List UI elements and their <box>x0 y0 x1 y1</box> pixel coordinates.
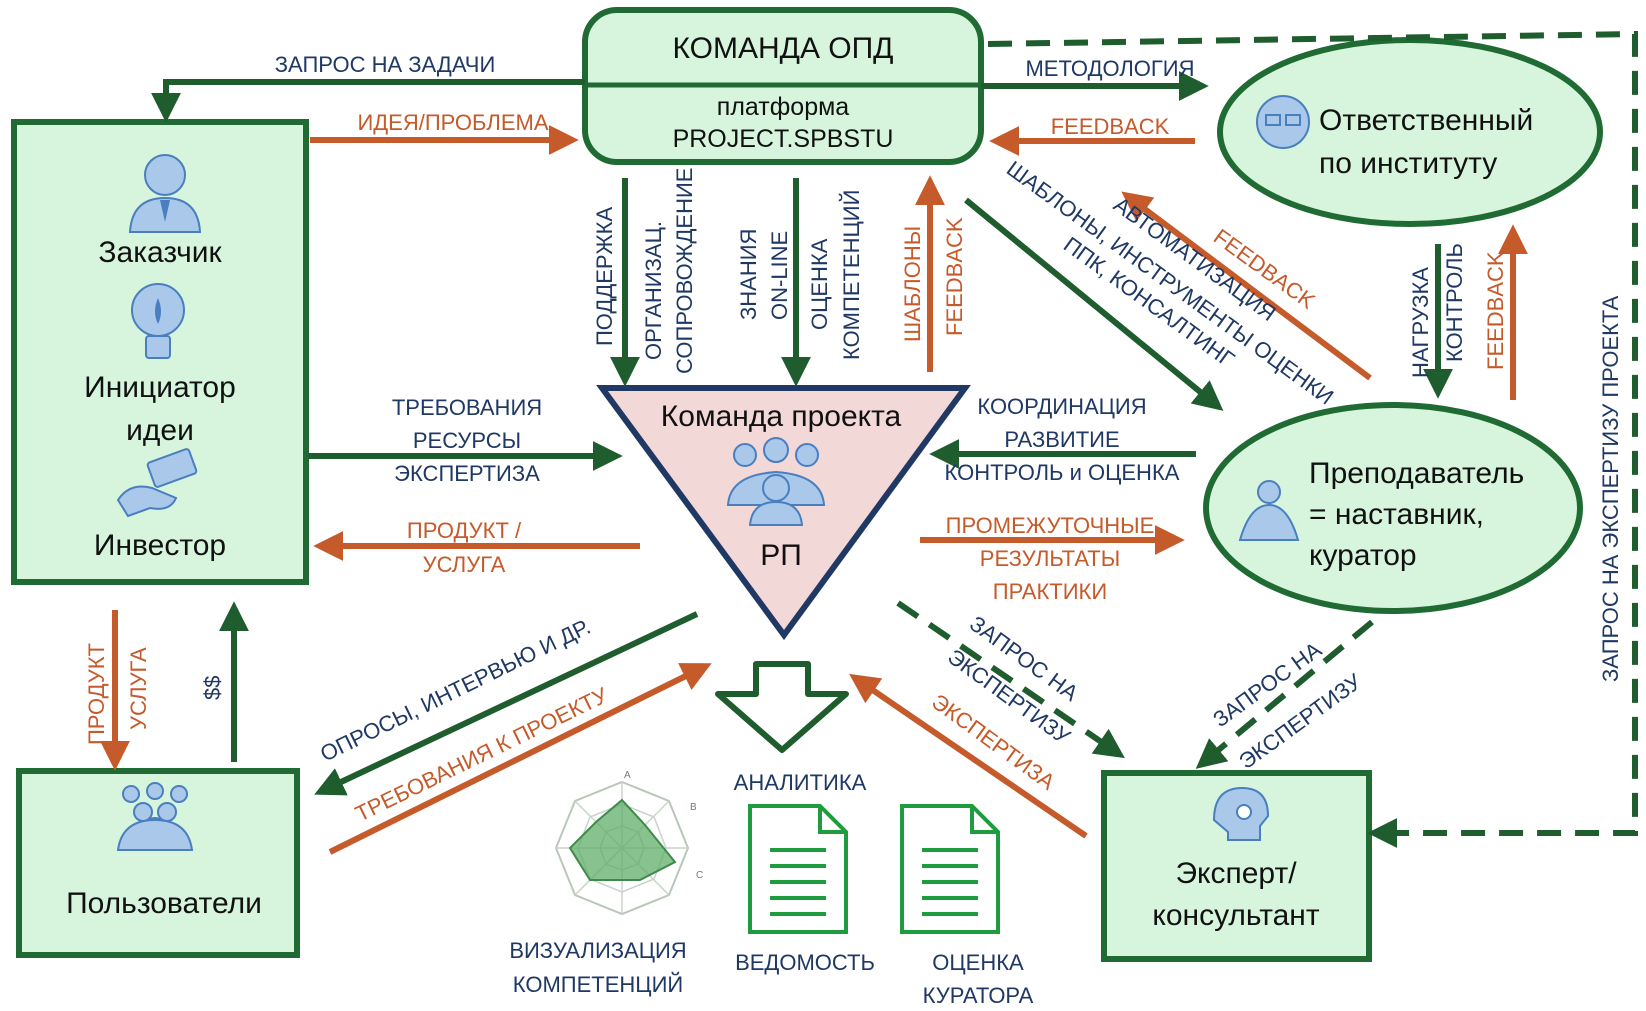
responsible-node: Ответственный по институту <box>1217 37 1603 227</box>
competency-radar-chart: A B C <box>554 770 703 916</box>
label-templates: ШАБЛОНЫ <box>900 226 925 342</box>
label-statement: ВЕДОМОСТЬ <box>735 950 875 975</box>
money-hand-icon <box>116 448 198 518</box>
label-knowledge: ЗНАНИЯ <box>736 229 761 320</box>
label-coordination-line3: КОНТРОЛЬ и ОЦЕНКА <box>945 460 1180 485</box>
radar-tick-c: C <box>696 870 703 881</box>
label-requirements-line2: РЕСУРСЫ <box>413 428 521 453</box>
customer-label: Заказчик <box>98 236 222 269</box>
radar-tick-a: A <box>624 770 631 781</box>
statement-document-icon <box>748 804 848 934</box>
label-product-vertical: ПРОДУКТ <box>84 643 109 745</box>
teacher-line3: куратор <box>1309 539 1417 572</box>
project-team-title: Команда проекта <box>661 400 902 433</box>
arrow-dashed-request-expertise <box>896 600 1125 759</box>
label-product-line2: УСЛУГА <box>423 552 506 577</box>
label-load: НАГРУЗКА <box>1408 267 1433 378</box>
lightbulb-icon <box>131 283 185 359</box>
label-requirements-line1: ТРЕБОВАНИЯ <box>392 395 542 420</box>
label-online: ON-LINE <box>767 231 792 320</box>
label-feedback-top: FEEDBACK <box>1051 114 1170 139</box>
label-visualization-line2: КОМПЕТЕНЦИЙ <box>513 972 683 997</box>
radar-tick-b: B <box>690 802 697 813</box>
analytics-down-arrow <box>715 661 849 753</box>
teacher-ellipse <box>1203 402 1583 614</box>
label-org-line2: СОПРОВОЖДЕНИЕ <box>672 168 697 374</box>
label-support: ПОДДЕРЖКА <box>592 207 617 346</box>
team-opd-node: КОМАНДА ОПД платформа PROJECT.SPBSTU <box>582 7 984 165</box>
project-team-sub: РП <box>760 539 802 572</box>
expert-line1: Эксперт/ <box>1175 857 1297 890</box>
label-methodology: МЕТОДОЛОГИЯ <box>1025 56 1194 81</box>
radar-data-area <box>568 798 677 881</box>
label-interim-line2: РЕЗУЛЬТАТЫ <box>980 546 1120 571</box>
arrow-expertise <box>849 673 1088 839</box>
label-analytics: АНАЛИТИКА <box>734 770 867 795</box>
responsible-line2: по институту <box>1319 147 1497 180</box>
teacher-line2: = наставник, <box>1309 498 1484 531</box>
label-interim-line1: ПРОМЕЖУТОЧНЫЕ <box>946 513 1155 538</box>
customer-icon <box>128 154 202 233</box>
teacher-node: Преподаватель = наставник, куратор <box>1203 402 1583 614</box>
responsible-line1: Ответственный <box>1319 104 1533 137</box>
label-product-line1: ПРОДУКТ / <box>407 518 522 543</box>
arrow-surveys <box>314 611 699 796</box>
person-glasses-icon <box>1256 95 1310 149</box>
meditating-person-icon <box>1238 480 1300 541</box>
arrow-project-requirements <box>328 663 712 855</box>
label-control: КОНТРОЛЬ <box>1442 243 1467 362</box>
label-requirements-line3: ЭКСПЕРТИЗА <box>394 461 540 486</box>
teacher-line1: Преподаватель <box>1309 457 1524 490</box>
users-group-icon <box>116 782 194 851</box>
label-assess-line1: ОЦЕНКА <box>807 238 832 330</box>
label-exp-request-vertical: ЗАПРОС НА ЭКСПЕРТИЗУ ПРОЕКТА <box>1598 295 1623 682</box>
expert-node: Эксперт/ консультант <box>1101 770 1372 962</box>
label-money: $$ <box>200 676 225 700</box>
label-feedback-right: FEEDBACK <box>1483 251 1508 370</box>
project-team-node: Команда проекта РП <box>596 385 971 641</box>
users-box <box>16 768 300 958</box>
label-interim-line3: ПРАКТИКИ <box>993 579 1107 604</box>
arrow-dashed-expertise-request <box>987 30 1638 848</box>
expert-head-gear-icon <box>1212 786 1270 841</box>
team-people-icon <box>726 437 826 526</box>
initiator-label-line1: Инициатор <box>84 371 236 404</box>
label-coordination-line1: КООРДИНАЦИЯ <box>977 394 1146 419</box>
label-service-vertical: УСЛУГА <box>126 647 151 730</box>
investor-label: Инвестор <box>94 529 226 562</box>
arrow-feedback-diag <box>1121 191 1372 381</box>
label-idea-problem: ИДЕЯ/ПРОБЛЕМА <box>357 110 548 135</box>
label-org-line1: ОРГАНИЗАЦ. <box>641 221 666 360</box>
label-visualization-line1: ВИЗУАЛИЗАЦИЯ <box>509 938 686 963</box>
curator-assessment-document-icon <box>900 804 1000 934</box>
label-assess-line2: КОМПЕТЕНЦИЙ <box>839 190 864 360</box>
label-curator-line2: КУРАТОРА <box>923 983 1034 1008</box>
expert-line2: консультант <box>1152 899 1320 932</box>
team-opd-platform-name: PROJECT.SPBSTU <box>673 125 894 153</box>
label-coordination-line2: РАЗВИТИЕ <box>1004 427 1119 452</box>
arrow-automation <box>964 197 1224 411</box>
label-feedback-center: FEEDBACK <box>942 217 967 336</box>
team-opd-platform: платформа <box>717 93 849 121</box>
label-curator-line1: ОЦЕНКА <box>932 950 1024 975</box>
initiator-label-line2: идеи <box>126 414 194 447</box>
arrow-request-tasks <box>151 79 585 123</box>
label-request-tasks: ЗАПРОС НА ЗАДАЧИ <box>275 52 496 77</box>
stakeholders-node: Заказчик Инициатор идеи Инвестор <box>11 119 309 585</box>
users-label: Пользователи <box>66 887 262 920</box>
users-node: Пользователи <box>16 768 300 958</box>
team-opd-title: КОМАНДА ОПД <box>672 32 893 65</box>
